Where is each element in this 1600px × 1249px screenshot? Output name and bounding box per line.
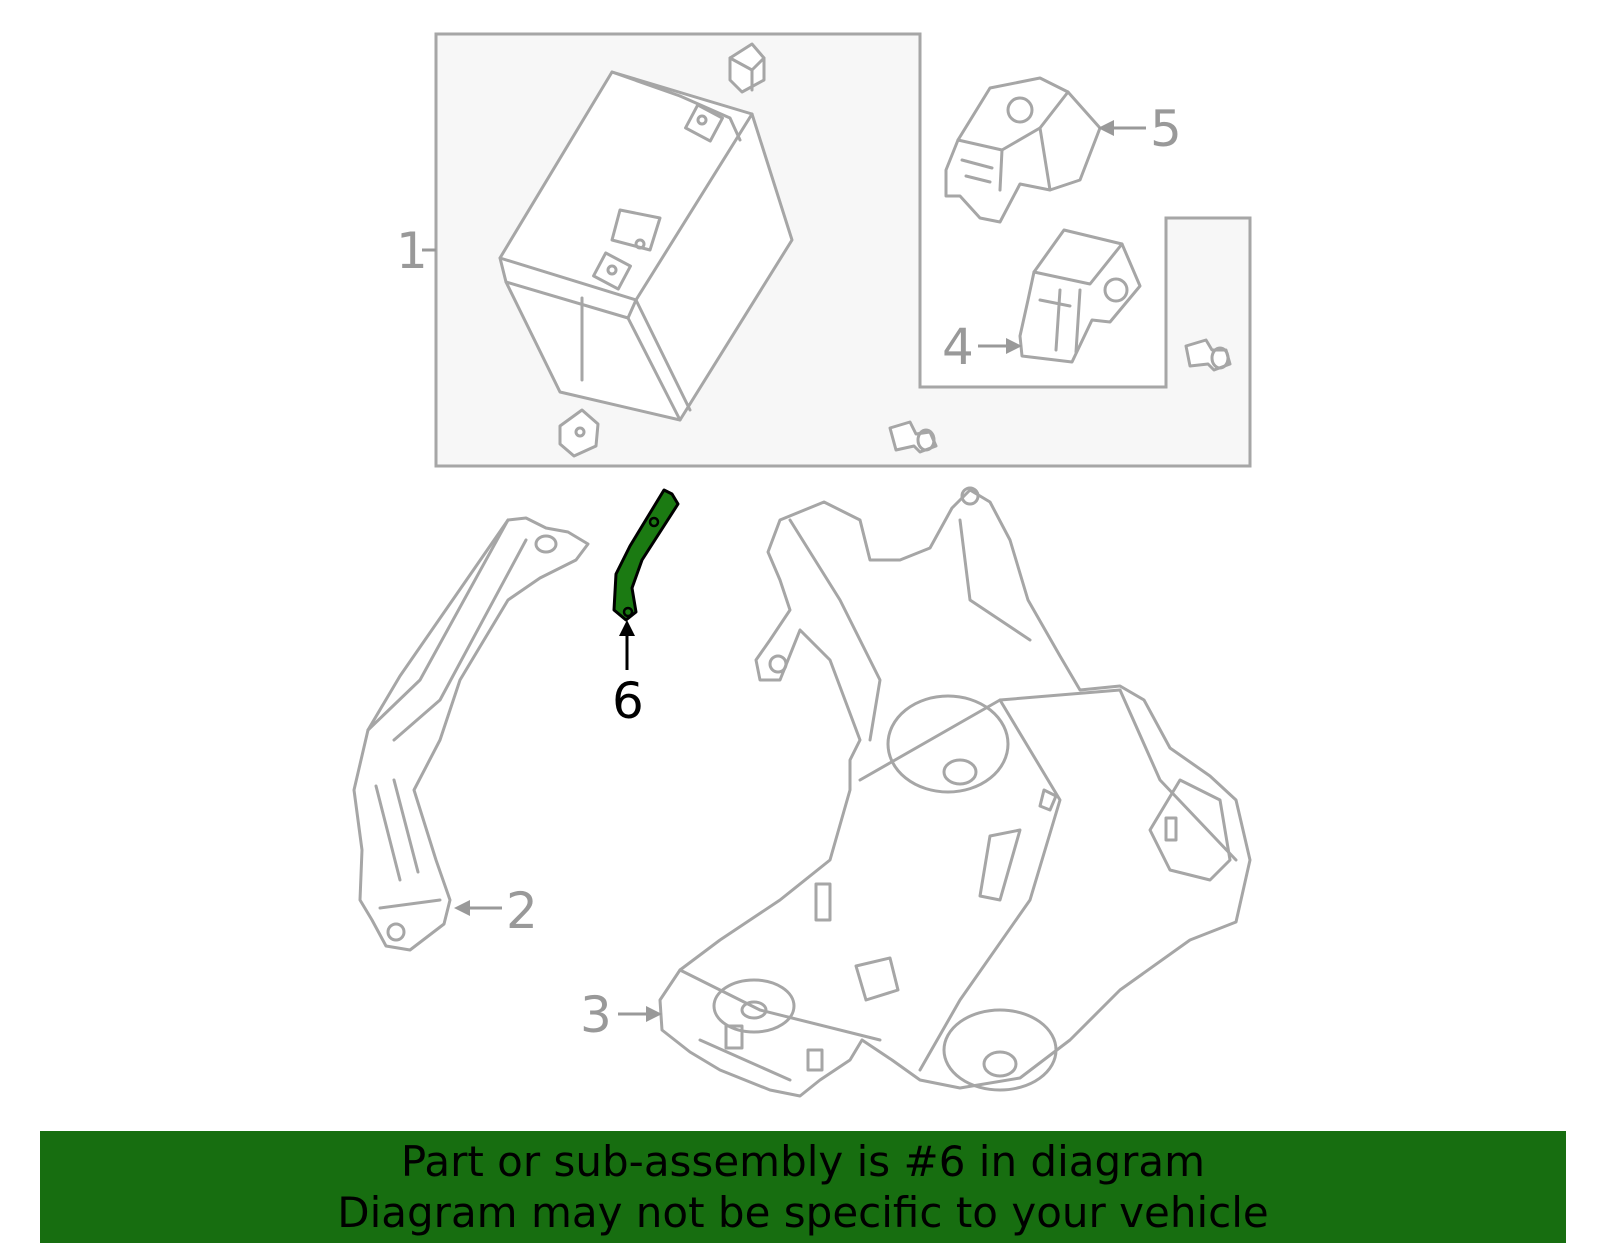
battery-part[interactable] <box>498 70 794 422</box>
banner-line-1: Part or sub-assembly is #6 in diagram <box>400 1137 1206 1186</box>
bolt-small-2 <box>1184 338 1232 372</box>
leader-arrow-6 <box>619 620 635 670</box>
callout-1: 1 <box>396 222 428 280</box>
banner-line-2: Diagram may not be specific to your vehi… <box>337 1188 1269 1237</box>
leader-arrow-5 <box>1098 120 1146 136</box>
bracket-part-2[interactable] <box>352 516 590 952</box>
callout-2: 2 <box>506 882 538 940</box>
hold-down-strap-part-6[interactable] <box>612 488 680 622</box>
leader-arrow-4 <box>978 338 1022 354</box>
leader-arrow-3 <box>618 1006 662 1022</box>
callout-5: 5 <box>1150 100 1182 158</box>
leader-arrow-2 <box>454 900 502 916</box>
bolt-small-1 <box>888 420 938 454</box>
callout-6: 6 <box>612 672 644 730</box>
callout-4: 4 <box>942 318 974 376</box>
hold-down-nut-top <box>728 42 766 94</box>
battery-tray-part-3[interactable] <box>658 486 1252 1098</box>
callout-3: 3 <box>580 986 612 1044</box>
terminal-part-4[interactable] <box>1018 228 1142 364</box>
info-banner: Part or sub-assembly is #6 in diagram Di… <box>40 1131 1566 1243</box>
hold-down-nut-bottom <box>558 408 600 458</box>
terminal-part-5[interactable] <box>944 76 1102 224</box>
